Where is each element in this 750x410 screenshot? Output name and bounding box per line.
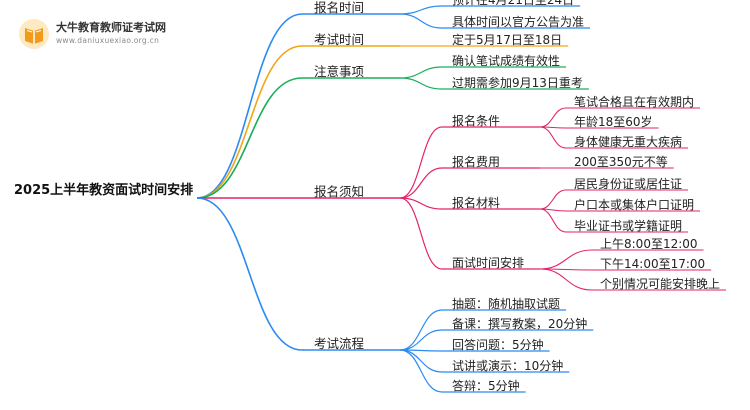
leaf-node: 居民身份证或居住证 (574, 177, 683, 191)
branch-notes: 注意事项 (314, 64, 365, 79)
connector-line (399, 197, 443, 270)
connector-line (399, 197, 443, 210)
site-logo-title: 大牛教育教师证考试网 (56, 21, 166, 34)
connector-line (399, 329, 443, 351)
leaf-node: 下午14:00至17:00 (600, 257, 706, 271)
connector-line (399, 309, 443, 351)
connector-line (399, 349, 443, 393)
leaf-node: 具体时间以官方公告为准 (452, 15, 585, 29)
sub-branch-schedule: 面试时间安排 (452, 256, 525, 270)
connector-line (539, 189, 567, 210)
leaf-node: 200至350元不等 (574, 155, 668, 169)
leaf-node: 年龄18至60岁 (574, 115, 653, 129)
connector-line (399, 167, 443, 199)
book-logo-icon (19, 19, 49, 49)
leaf-node: 试讲或演示：10分钟 (452, 359, 564, 373)
leaf-node: 毕业证书或学籍证明 (574, 219, 683, 233)
branch-exam-time: 考试时间 (314, 32, 365, 47)
leaf-node: 过期需参加9月13日重考 (452, 76, 583, 90)
connector-line (197, 197, 303, 351)
leaf-node: 定于5月17日至18日 (452, 33, 563, 47)
connector-line (399, 126, 443, 199)
sub-branch-fees: 报名费用 (452, 155, 501, 169)
leaf-node: 回答问题：5分钟 (452, 338, 544, 352)
mindmap-root: 2025上半年教资面试时间安排 (14, 183, 194, 198)
leaf-node: 身体健康无重大疾病 (574, 135, 683, 149)
connector-line (399, 349, 443, 373)
connector-line (197, 13, 303, 199)
leaf-node: 户口本或集体户口证明 (574, 198, 695, 212)
connector-line (399, 13, 443, 29)
branch-registration-time: 报名时间 (314, 0, 365, 15)
leaf-node: 确认笔试成绩有效性 (452, 54, 561, 68)
branch-exam-process: 考试流程 (314, 336, 365, 351)
site-logo-url: www.daniuxuexiao.org.cn (56, 36, 160, 45)
connector-line (539, 208, 567, 233)
sub-branch-conditions: 报名条件 (452, 114, 501, 128)
connector-line (539, 126, 567, 149)
leaf-node: 个别情况可能安排晚上 (600, 277, 721, 291)
leaf-node: 笔试合格且在有效期内 (574, 95, 695, 109)
leaf-node: 备课：撰写教案，20分钟 (452, 317, 588, 331)
leaf-node: 上午8:00至12:00 (600, 237, 698, 251)
connector-line (399, 77, 443, 90)
site-logo[interactable]: 大牛教育教师证考试网 www.daniuxuexiao.org.cn (12, 14, 192, 54)
connector-line (539, 107, 567, 128)
branch-registration-guide: 报名须知 (314, 184, 365, 199)
sub-branch-materials: 报名材料 (452, 196, 501, 210)
connector-line (539, 268, 593, 291)
connector-line (399, 5, 443, 15)
connector-line (539, 249, 593, 270)
leaf-node: 答辩：5分钟 (452, 379, 520, 393)
connector-line (197, 45, 303, 199)
connector-line (197, 77, 303, 199)
connector-line (399, 66, 443, 79)
leaf-node: 预计在4月21日至24日 (452, 0, 575, 7)
leaf-node: 抽题：随机抽取试题 (452, 297, 561, 311)
